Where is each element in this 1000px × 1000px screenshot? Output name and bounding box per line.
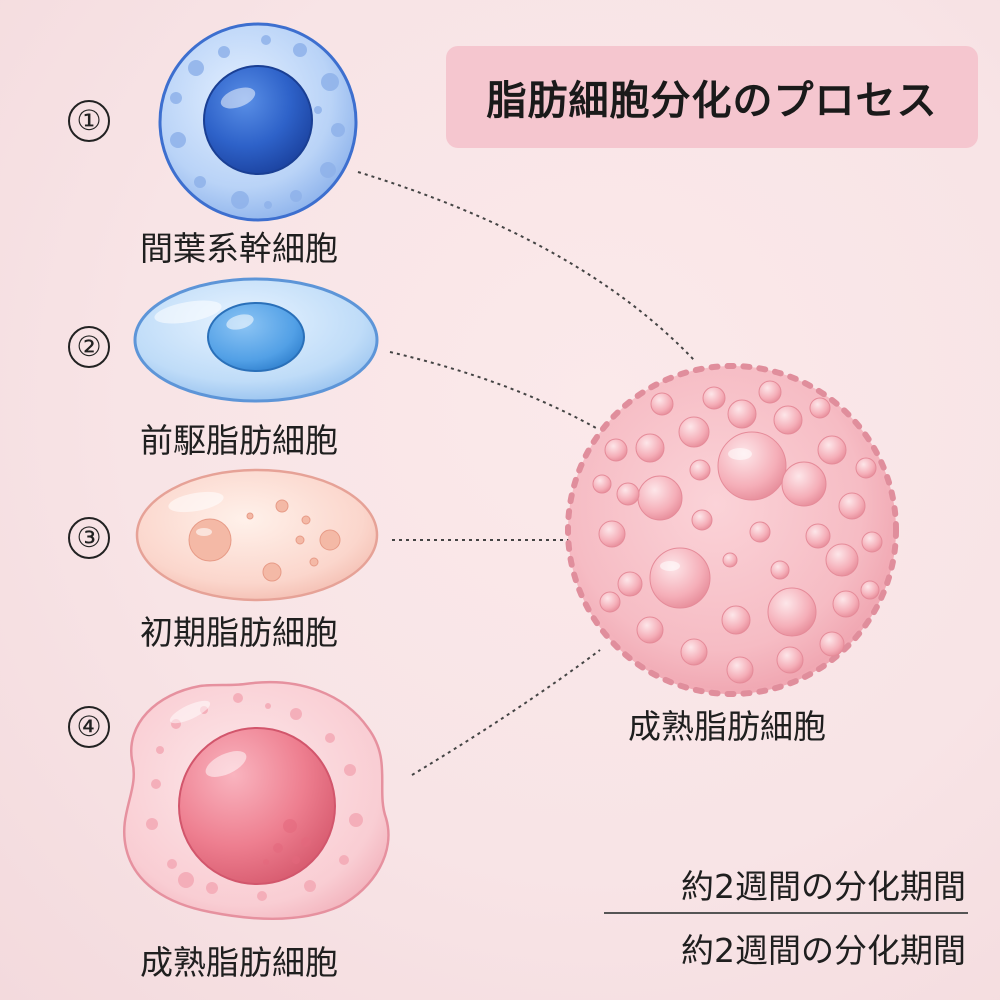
footnote-divider	[604, 912, 968, 914]
connector-line-4	[411, 649, 601, 776]
diagram-title: 脂肪細胞分化のプロセス	[486, 78, 938, 124]
stage-4-number: ④	[68, 706, 110, 748]
connector-lines	[357, 171, 695, 776]
result-label: 成熟脂肪細胞	[628, 707, 826, 746]
stage-3-number: ③	[68, 517, 110, 559]
stage-2-label: 前駆脂肪細胞	[140, 421, 338, 460]
title-banner: 脂肪細胞分化のプロセス	[446, 46, 978, 148]
mature-adipocyte-stage4	[123, 680, 390, 920]
stage-3-label: 初期脂肪細胞	[140, 613, 338, 652]
stage-2-number: ②	[68, 326, 110, 368]
early-adipocyte	[135, 468, 379, 602]
connector-line-1	[357, 171, 695, 361]
stage-1-label: 間葉系幹細胞	[140, 229, 338, 268]
connector-line-2	[389, 351, 597, 429]
stage-4-label: 成熟脂肪細胞	[140, 943, 338, 982]
stage-1-number: ①	[68, 100, 110, 142]
preadipocyte	[133, 277, 379, 403]
mature-adipocyte-result	[565, 363, 899, 697]
duration-note-repeat: 約2週間の分化期間	[681, 931, 966, 970]
duration-note: 約2週間の分化期間	[681, 867, 966, 906]
mesenchymal-stem-cell	[158, 22, 358, 222]
